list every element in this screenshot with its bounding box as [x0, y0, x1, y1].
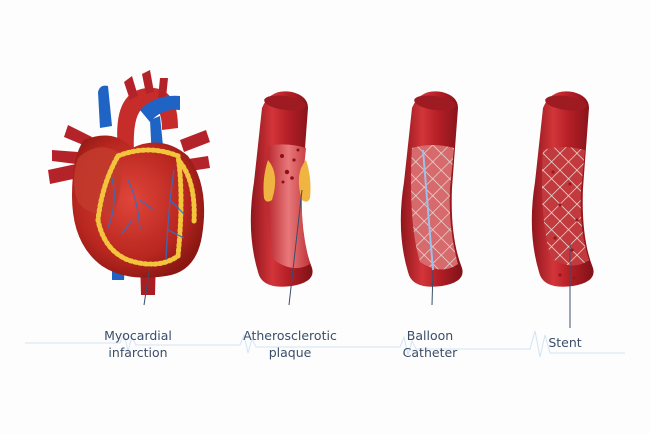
label-atherosclerotic-plaque: Atherosclerotic plaque [230, 327, 350, 361]
label-line: Stent [548, 335, 582, 350]
heart-illustration [48, 70, 210, 306]
label-line: infarction [108, 345, 168, 360]
vessel-plaque-illustration [250, 91, 313, 306]
label-balloon-catheter: Balloon Catheter [385, 327, 475, 361]
label-myocardial-infarction: Myocardial infarction [88, 327, 188, 361]
label-line: Myocardial [104, 328, 172, 343]
label-line: plaque [268, 345, 312, 360]
vessel-balloon-illustration [400, 91, 463, 306]
label-line: Atherosclerotic [243, 328, 337, 343]
vessel-stent-illustration [531, 91, 594, 328]
label-line: Catheter [402, 345, 458, 360]
label-line: Balloon [406, 328, 454, 343]
ecg-line [25, 330, 625, 358]
label-stent: Stent [530, 334, 600, 351]
